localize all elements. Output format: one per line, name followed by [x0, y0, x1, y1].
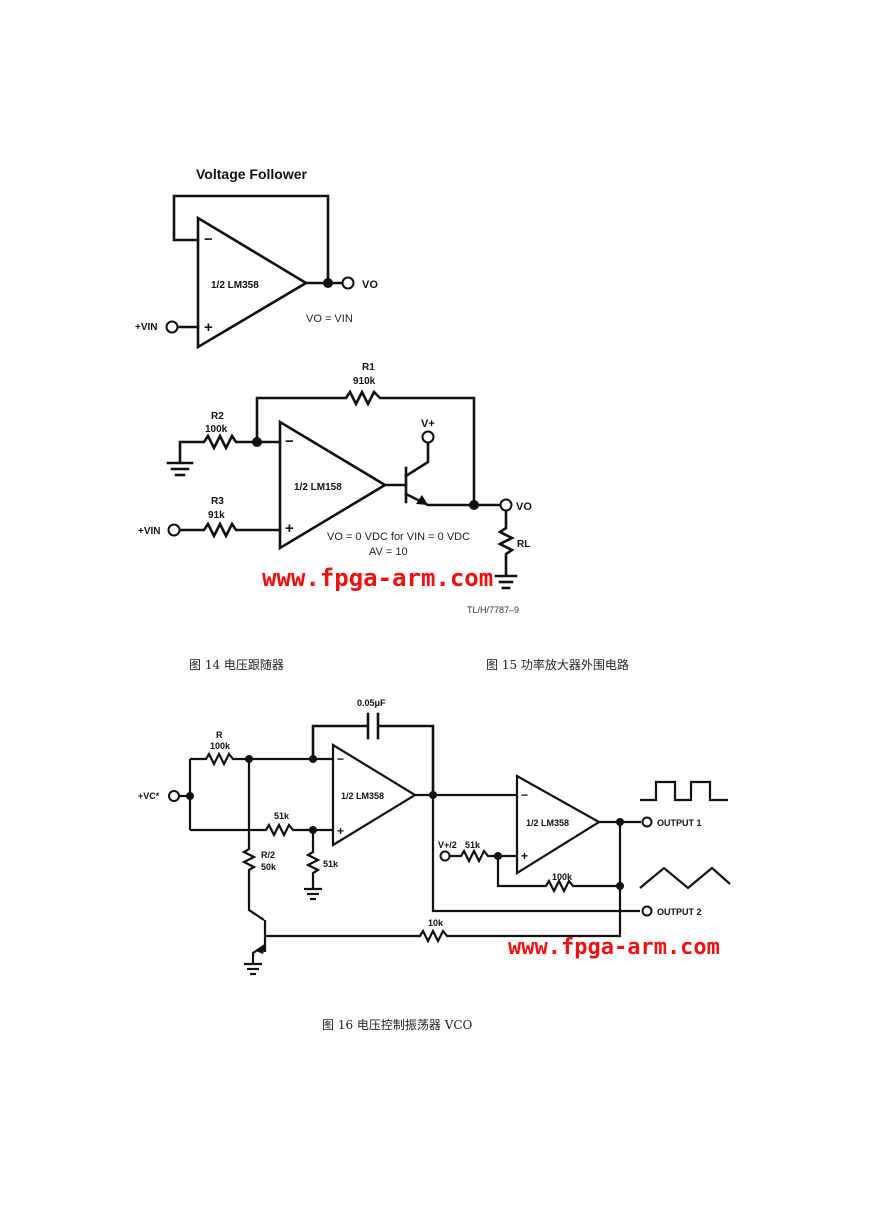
figure-16-vco: 0.05μF R 100k +VC* 51k 51k R/2 50k [138, 698, 731, 976]
fig16-emitter-arrow [256, 944, 266, 954]
fig16-ground-1 [304, 887, 322, 901]
fig16-opamp2-label: 1/2 LM358 [526, 818, 569, 828]
fig16-opamp2-plus: + [521, 849, 528, 863]
fig16-vplus-half-label: V+/2 [438, 840, 457, 850]
fig15-input-terminal [167, 523, 181, 537]
fig14-input-terminal [165, 320, 179, 334]
fig15-feedback-r1 [255, 389, 476, 507]
fig15-r2-wire [178, 433, 282, 464]
fig15-r2-name: R2 [211, 411, 224, 422]
fig15-output-label: VO [516, 501, 532, 513]
fig15-transistor-collector [404, 442, 430, 478]
fig15-r3-value: 91k [208, 510, 225, 521]
fig16-opamp-2 [515, 774, 602, 875]
fig16-output1-label: OUTPUT 1 [657, 818, 702, 828]
fig14-output-label: VO [362, 279, 378, 291]
fig16-junction-out2 [616, 818, 624, 826]
fig15-opamp-label: 1/2 LM158 [294, 482, 342, 493]
fig16-r2-value: 50k [261, 862, 277, 872]
fig15-r2-value: 100k [205, 424, 228, 435]
fig15-minus-sign: − [285, 433, 294, 450]
fig15-load-label: RL [517, 539, 530, 550]
fig14-opamp-label: 1/2 LM358 [211, 280, 259, 291]
fig16-r51c-label: 51k [465, 840, 481, 850]
fig16-r-wire [190, 751, 333, 767]
fig14-output-terminal [341, 276, 355, 290]
fig16-r51b-label: 51k [323, 859, 339, 869]
fig16-r51b-resistor [305, 830, 321, 888]
fig16-cap-left-wire [311, 724, 369, 761]
fig16-cap-right-wire [377, 724, 435, 797]
fig16-watermark: www.fpga-arm.com [508, 935, 720, 960]
fig16-opamp1-plus: + [337, 824, 344, 838]
fig15-plus-sign: + [285, 520, 294, 537]
fig16-input-terminal [168, 790, 180, 802]
fig15-r1-value: 910k [353, 376, 376, 387]
fig16-r51a-label: 51k [274, 811, 290, 821]
fig16-r-name: R [216, 730, 223, 740]
fig16-caption: 图 16 电压控制振荡器 VCO [322, 1018, 473, 1032]
fig15-r1-name: R1 [362, 362, 375, 373]
fig16-r51c-wire [450, 848, 517, 864]
fig16-r10k-label: 10k [428, 918, 444, 928]
fig14-caption: 图 14 电压跟随器 [189, 657, 284, 672]
fig14-opamp [196, 215, 309, 350]
fig16-output2-label: OUTPUT 2 [657, 907, 702, 917]
fig15-supply-terminal [421, 430, 435, 444]
fig15-r3-wire [178, 521, 282, 539]
fig15-output-terminal [499, 498, 513, 512]
fig16-r100k-label: 100k [552, 872, 573, 882]
fig16-input-label: +VC* [138, 791, 160, 801]
fig16-opamp1-label: 1/2 LM358 [341, 791, 384, 801]
fig16-triangle-wave-icon [639, 866, 731, 890]
fig16-opamp2-minus: − [521, 788, 528, 802]
fig15-input-label: +VIN [138, 526, 161, 537]
fig16-r100k-wire [496, 856, 620, 894]
fig15-junction-inverting [252, 437, 262, 447]
fig16-junction-cap [309, 755, 317, 763]
figure-15-power-amplifier: R1 910k R2 100k − + 1/2 LM158 R3 91k +VI… [138, 362, 532, 615]
fig16-opamp1-minus: − [337, 752, 344, 766]
fig16-r-value: 100k [210, 741, 231, 751]
fig16-square-wave-icon [640, 780, 728, 802]
fig15-watermark: www.fpga-arm.com [262, 564, 493, 592]
fig16-vplus-terminal [439, 850, 451, 862]
fig15-caption: 图 15 功率放大器外围电路 [486, 657, 629, 672]
fig15-ground-symbol [166, 461, 194, 477]
fig14-feedback-wire [172, 194, 330, 285]
fig16-ground-2 [244, 962, 262, 976]
fig16-r2-name: R/2 [261, 850, 275, 860]
fig16-output2-wire [431, 795, 640, 913]
fig14-plus-sign: + [204, 319, 213, 336]
fig15-load-ground [494, 574, 518, 590]
fig15-r3-name: R3 [211, 496, 224, 507]
fig14-junction [323, 278, 333, 288]
fig14-input-label: +VIN [135, 322, 158, 333]
fig15-supply-label: V+ [421, 418, 435, 430]
fig16-capacitor-label: 0.05μF [357, 698, 386, 708]
fig16-output1-terminal [641, 816, 653, 828]
fig16-junction-fb [616, 882, 624, 890]
fig14-minus-sign: − [204, 231, 213, 248]
fig16-r51a-wire [190, 822, 333, 838]
fig15-part-code: TL/H/7787–9 [467, 605, 519, 615]
fig15-equation-2: AV = 10 [369, 546, 408, 558]
fig16-opamp-1 [331, 743, 418, 847]
fig16-r2-resistor [241, 759, 265, 921]
fig15-transistor-emitter [404, 492, 476, 507]
fig16-r10k-wire [265, 822, 622, 944]
fig14-equation: VO = VIN [306, 313, 353, 325]
fig15-opamp [278, 419, 388, 551]
fig15-emitter-arrow [416, 495, 428, 505]
fig15-equation-1: VO = 0 VDC for VIN = 0 VDC [327, 531, 470, 543]
fig14-title: Voltage Follower [196, 166, 308, 182]
fig16-output2-terminal [641, 905, 653, 917]
figure-14-voltage-follower: Voltage Follower − + 1/2 LM358 VO +VIN V… [135, 166, 378, 350]
fig15-load-resistor [497, 509, 515, 577]
